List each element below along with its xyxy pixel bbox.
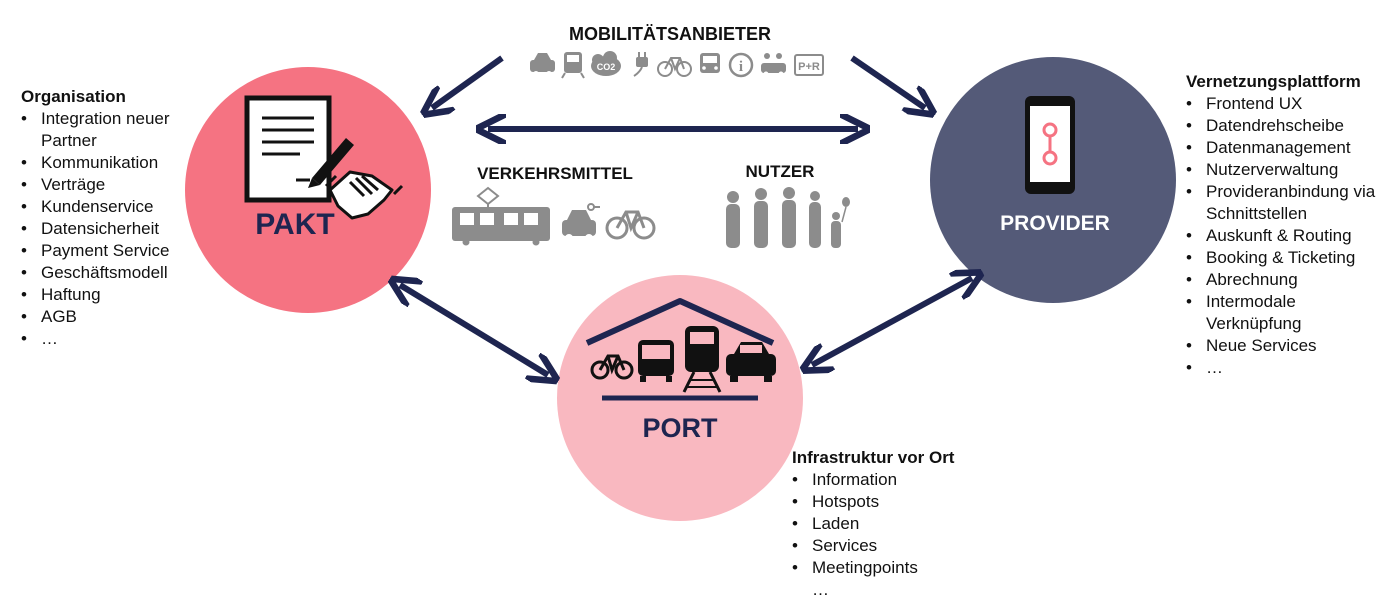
hub-car-icon — [726, 342, 776, 382]
list-item: Neue Services — [1186, 335, 1382, 357]
list-item: Intermodale Verknüpfung — [1186, 291, 1382, 335]
pakt-label: PAKT — [255, 208, 335, 241]
list-item: Payment Service — [21, 240, 201, 262]
list-item: Auskunft & Routing — [1186, 225, 1382, 247]
info-icon: i — [728, 52, 754, 78]
pen-icon — [308, 138, 354, 188]
list-item: Services — [792, 535, 992, 557]
car-icon — [530, 53, 555, 77]
list-item: Information — [792, 469, 992, 491]
mobility-providers-heading: MOBILITÄTSANBIETER — [569, 24, 771, 44]
platform-title: Vernetzungsplattform — [1186, 72, 1361, 91]
car-with-key-icon — [562, 203, 600, 242]
svg-text:CO2: CO2 — [597, 62, 616, 72]
mobility-icon-row: CO2 i — [530, 51, 824, 79]
list-item: Datenmanagement — [1186, 137, 1382, 159]
smartphone-icon — [1025, 96, 1075, 194]
bus-icon — [700, 53, 720, 73]
infrastructure-title: Infrastruktur vor Ort — [792, 448, 955, 467]
users-group-icon — [726, 187, 850, 248]
hub-roof-icon — [585, 298, 775, 401]
train-icon — [561, 52, 585, 79]
organisation-list: Organisation Integration neuer Partner K… — [21, 86, 201, 350]
list-item: Verträge — [21, 174, 201, 196]
arrow-mobility-to-provider — [850, 55, 925, 108]
hub-bus-icon — [638, 340, 674, 382]
hub-bicycle-icon — [590, 354, 634, 380]
arrow-pakt-port — [400, 285, 548, 375]
organisation-title: Organisation — [21, 87, 126, 106]
handshake-icon — [324, 170, 404, 220]
users-heading: NUTZER — [745, 162, 815, 181]
bicycle-large-icon — [605, 210, 656, 240]
list-item: … — [812, 580, 829, 599]
arrow-port-provider — [812, 278, 972, 365]
list-item: Nutzerverwaltung — [1186, 159, 1382, 181]
list-item: AGB — [21, 306, 201, 328]
port-label: PORT — [642, 413, 718, 443]
list-item: Kundenservice — [21, 196, 201, 218]
list-item: Provideranbindung via Schnittstellen — [1186, 181, 1382, 225]
infrastructure-list: Infrastruktur vor Ort Information Hotspo… — [792, 447, 992, 601]
arrow-mobility-to-pakt — [432, 55, 504, 108]
list-item: Geschäftsmodell — [21, 262, 201, 284]
list-item: Laden — [792, 513, 992, 535]
list-item: Frontend UX — [1186, 93, 1382, 115]
svg-text:P+R: P+R — [798, 61, 820, 73]
provider-label: PROVIDER — [1000, 212, 1110, 235]
list-item: Abrechnung — [1186, 269, 1382, 291]
platform-list: Vernetzungsplattform Frontend UX Datendr… — [1186, 71, 1382, 379]
charging-plug-icon — [633, 52, 648, 77]
list-item: Integration neuer Partner — [21, 108, 201, 152]
co2-cloud-icon: CO2 — [591, 51, 621, 76]
hub-train-icon — [682, 326, 722, 393]
list-item: Meetingpoints — [792, 557, 992, 579]
carsharing-icon — [761, 53, 786, 77]
list-item: Datensicherheit — [21, 218, 201, 240]
list-item: Booking & Ticketing — [1186, 247, 1382, 269]
list-item: Haftung — [21, 284, 201, 306]
svg-text:i: i — [739, 59, 743, 75]
list-item: Kommunikation — [21, 152, 201, 174]
list-item: Datendrehscheibe — [1186, 115, 1382, 137]
tram-icon — [452, 186, 550, 246]
bicycle-icon — [657, 57, 692, 77]
list-item: … — [1186, 357, 1382, 379]
list-item: … — [21, 328, 201, 350]
transport-means-heading: VERKEHRSMITTEL — [477, 164, 633, 183]
list-item: Hotspots — [792, 491, 992, 513]
park-and-ride-icon: P+R — [794, 54, 824, 76]
